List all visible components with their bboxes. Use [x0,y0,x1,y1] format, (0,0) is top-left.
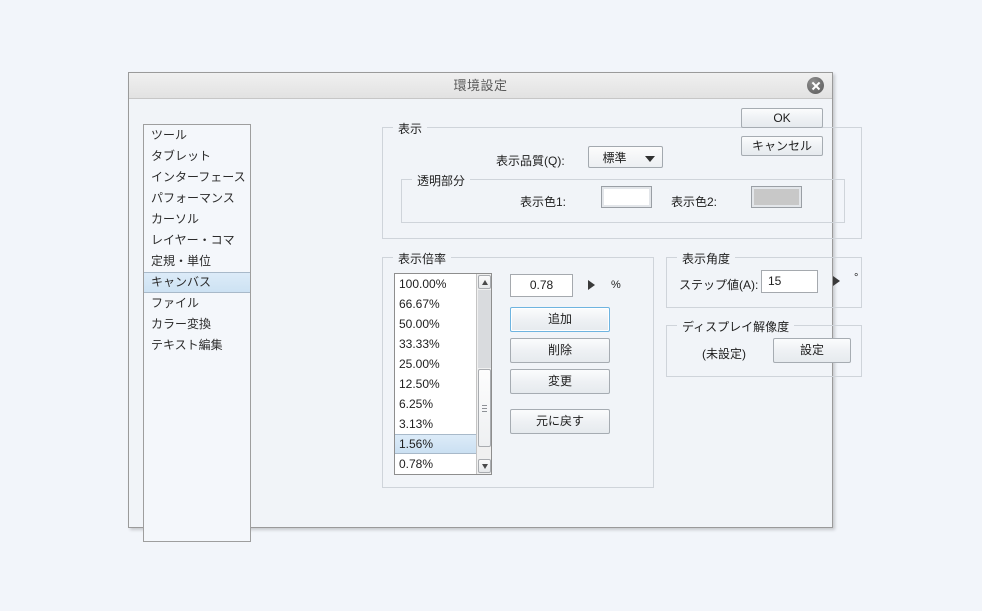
display-quality-value: 標準 [602,151,627,165]
zoom-ratio-value: 25.00% [399,357,440,371]
resolution-status: (未設定) [702,347,746,361]
angle-step-label: ステップ値(A): [679,278,759,292]
display-group: 表示 表示品質(Q): 標準 透明部分 表示色1: 表示色2: [382,120,862,239]
sidebar-item-label: レイヤー・コマ [151,233,235,247]
zoom-ratio-value: 12.50% [399,377,440,391]
zoom-ratio-list[interactable]: 100.00% 66.67% 50.00% 33.33% 25.00% 12.5… [395,274,477,474]
zoom-ratio-value: 100.00% [399,277,447,291]
zoom-ratio-group-legend: 表示倍率 [393,250,452,267]
display-quality-select[interactable]: 標準 [588,146,663,168]
close-icon[interactable] [807,77,824,94]
angle-step-spinner-icon[interactable] [833,276,840,286]
scrollbar-track[interactable] [478,290,491,368]
dialog-body: ツール タブレット インターフェース パフォーマンス カーソル レイヤー・コマ … [129,99,862,542]
sidebar-item-label: タブレット [151,149,212,163]
zoom-ratio-listbox[interactable]: 100.00% 66.67% 50.00% 33.33% 25.00% 12.5… [394,273,492,475]
transparency-color1-swatch[interactable] [601,186,652,208]
resolution-settings-button[interactable]: 設定 [773,338,851,363]
list-item[interactable]: 66.67% [395,294,477,314]
display-angle-group-legend: 表示角度 [677,250,736,267]
scroll-up-icon[interactable] [478,275,491,289]
zoom-list-scrollbar[interactable] [476,274,491,474]
list-item[interactable]: 100.00% [395,274,477,294]
sidebar-item-label: ファイル [151,296,200,310]
sidebar-item-file[interactable]: ファイル [144,293,250,314]
list-item[interactable]: 3.13% [395,414,477,434]
transparency-group: 透明部分 表示色1: 表示色2: [401,172,845,223]
zoom-ratio-value: 66.67% [399,297,440,311]
preferences-category-list[interactable]: ツール タブレット インターフェース パフォーマンス カーソル レイヤー・コマ … [143,124,251,542]
sidebar-item-layer-frame[interactable]: レイヤー・コマ [144,230,250,251]
display-group-legend: 表示 [393,120,428,137]
sidebar-item-label: 定規・単位 [151,254,212,268]
transparency-group-legend: 透明部分 [412,172,471,189]
zoom-ratio-value: 6.25% [399,397,434,411]
display-resolution-group-legend: ディスプレイ解像度 [677,318,795,335]
sidebar-item-label: テキスト編集 [151,338,223,352]
zoom-value-input[interactable]: 0.78 [510,274,573,297]
dialog-titlebar[interactable]: 環境設定 [129,73,832,99]
sidebar-item-ruler-unit[interactable]: 定規・単位 [144,251,250,272]
delete-button[interactable]: 削除 [510,338,610,363]
list-item[interactable]: 12.50% [395,374,477,394]
list-item[interactable]: 25.00% [395,354,477,374]
zoom-ratio-value: 50.00% [399,317,440,331]
zoom-unit-label: % [611,279,621,291]
zoom-ratio-value: 3.13% [399,417,434,431]
sidebar-item-label: パフォーマンス [151,191,235,205]
list-item-selected[interactable]: 1.56% [395,434,477,454]
list-item[interactable]: 6.25% [395,394,477,414]
ok-button[interactable]: OK [741,108,823,128]
sidebar-item-text-edit[interactable]: テキスト編集 [144,335,250,356]
preferences-dialog: 環境設定 ツール タブレット インターフェース パフォーマンス カーソル レイヤ… [128,72,862,542]
sidebar-item-performance[interactable]: パフォーマンス [144,188,250,209]
list-item[interactable]: 0.78% [395,454,477,474]
list-item[interactable]: 50.00% [395,314,477,334]
zoom-ratio-value: 0.78% [399,457,434,471]
cancel-button[interactable]: キャンセル [741,136,823,156]
reset-button[interactable]: 元に戻す [510,409,610,434]
sidebar-item-label: ツール [151,128,188,142]
zoom-ratio-value: 1.56% [399,437,434,451]
sidebar-item-tablet[interactable]: タブレット [144,146,250,167]
display-resolution-group: ディスプレイ解像度 (未設定) 設定 [666,318,862,377]
chevron-down-icon [645,156,655,162]
zoom-ratio-group: 表示倍率 100.00% 66.67% 50.00% 33.33% 25.00%… [382,250,654,488]
transparency-color2-swatch[interactable] [751,186,802,208]
list-item[interactable]: 33.33% [395,334,477,354]
angle-step-input[interactable]: 15 [761,270,818,293]
scrollbar-thumb[interactable] [478,369,491,447]
display-angle-group: 表示角度 ステップ値(A): 15 ° [666,250,862,308]
sidebar-item-cursor[interactable]: カーソル [144,209,250,230]
display-quality-label: 表示品質(Q): [496,154,565,168]
add-button[interactable]: 追加 [510,307,610,332]
sidebar-item-tool[interactable]: ツール [144,125,250,146]
transparency-color2-label: 表示色2: [671,195,718,209]
sidebar-item-canvas[interactable]: キャンバス [144,272,250,293]
transparency-color1-label: 表示色1: [520,195,567,209]
zoom-ratio-value: 33.33% [399,337,440,351]
angle-unit-label: ° [854,272,859,284]
zoom-value-spinner-icon[interactable] [588,280,595,290]
change-button[interactable]: 変更 [510,369,610,394]
sidebar-item-interface[interactable]: インターフェース [144,167,250,188]
sidebar-item-label: インターフェース [151,170,246,184]
sidebar-item-color-conversion[interactable]: カラー変換 [144,314,250,335]
dialog-title: 環境設定 [453,78,508,93]
sidebar-item-label: カーソル [151,212,200,226]
sidebar-item-label: カラー変換 [151,317,212,331]
scroll-down-icon[interactable] [478,459,491,473]
sidebar-item-label: キャンバス [151,275,212,289]
